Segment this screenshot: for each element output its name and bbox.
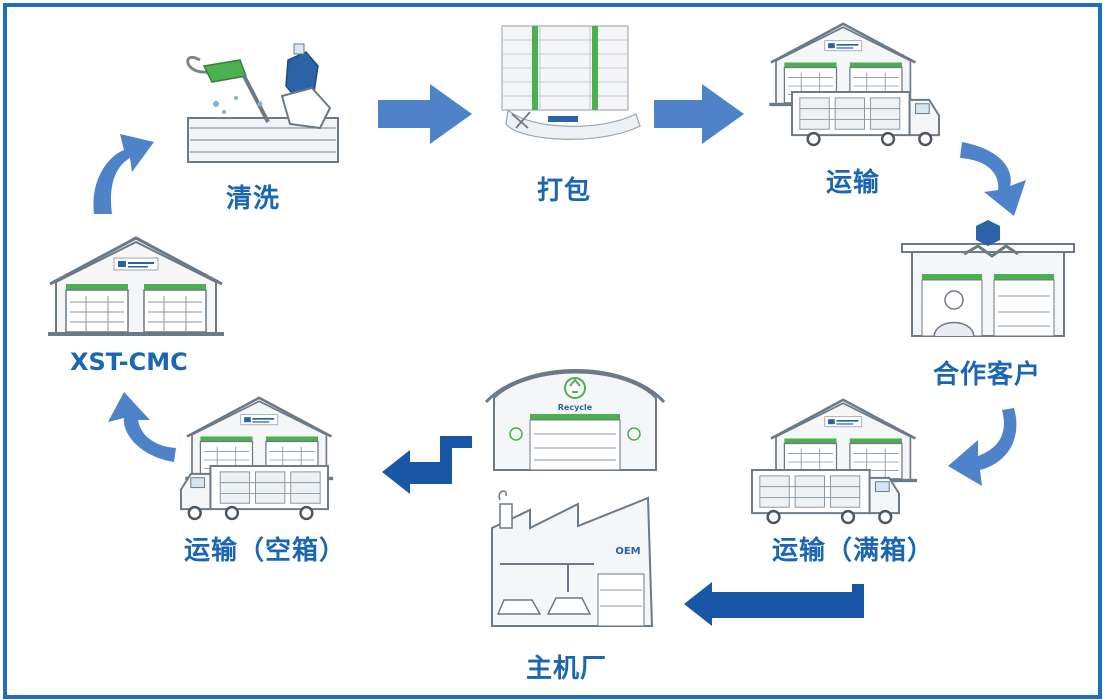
arrow-hub-to-cleaning [93,134,154,214]
packing-pallet-icon [501,25,641,140]
arrow-empty-transport-to-hub [108,392,176,462]
oem-sign: OEM [615,546,640,557]
arrow-transport-to-partner [960,142,1026,216]
stage-label-transport-empty: 运输（空箱） [184,536,347,566]
oem-plant-icon: OEM [491,490,654,627]
stage-label-transport: 运输 [826,168,881,198]
stage-label-cleaning: 清洗 [226,184,281,214]
transport-empty-icon [179,396,335,521]
stage-label-partner: 合作客户 [933,360,1042,390]
xst-cmc-warehouse-icon [46,236,226,338]
cleaning-station-icon [186,43,339,163]
arrow-recycle-to-empty-transport [382,436,472,494]
recycle-sign: Recycle [558,403,593,412]
stage-label-transport-full: 运输（满箱） [772,536,935,566]
diagram-frame [3,3,1102,699]
arrow-cleaning-to-packing [378,84,472,144]
partner-customer-icon [901,220,1075,337]
transport-warehouse-icon [768,22,941,147]
stage-label-oem-plant: 主机厂 [526,654,608,684]
arrow-packing-to-transport [654,84,744,144]
arrow-full-transport-to-oem [684,582,864,626]
recycle-warehouse-icon: Recycle [484,369,666,471]
stage-label-packing: 打包 [537,176,592,206]
stage-label-hub: XST-CMC [70,348,188,376]
arrow-partner-to-full-transport [948,408,1017,486]
transport-full-icon [750,398,919,525]
